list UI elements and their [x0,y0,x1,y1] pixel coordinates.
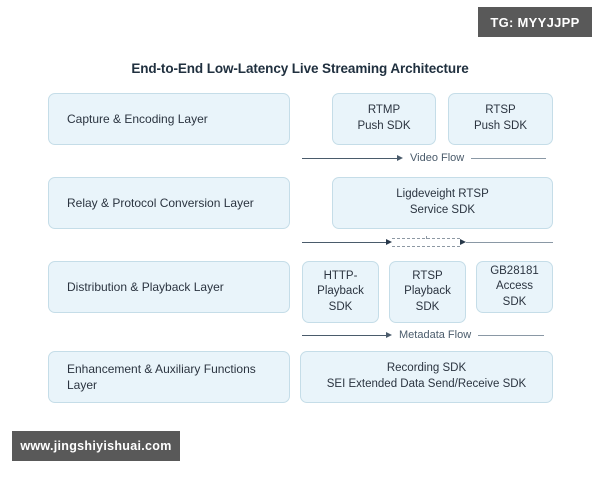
connector-metadata-flow: Metadata Flow [302,327,553,343]
layer-label: Relay & Protocol Conversion Layer [67,195,254,210]
connector-tail [478,334,545,336]
watermark-top-right: TG: MYYJJPP [478,7,592,37]
component-box-recording-sei-sdk: Recording SDK SEI Extended Data Send/Rec… [300,351,553,403]
layer-label: Enhancement & Auxiliary Functions Layer [67,361,256,392]
connector-dashed-flow [302,234,553,250]
arrowhead-icon [386,332,392,338]
component-line1: RTSP [412,269,443,282]
component-line2: Service SDK [409,204,476,216]
connector-line [302,157,397,159]
arrowhead-icon [460,239,466,245]
component-line3: SDK [415,300,440,313]
component-line1: HTTP- [323,269,358,282]
dashed-segment [392,235,460,247]
component-box-lightweight-rtsp-service-sdk: Ligdeveight RTSP Service SDK [332,177,553,229]
component-line3: SDK [328,300,353,313]
component-line1: Recording SDK [386,362,467,375]
component-box-rtsp-push-sdk: RTSP Push SDK [448,93,553,145]
diagram-title: End-to-End Low-Latency Live Streaming Ar… [131,61,469,76]
connector-tail [466,241,553,243]
component-line1: RTMP [367,104,401,117]
component-line1: GB28181 [490,264,539,277]
tick-mark [426,235,427,239]
arrowhead-icon [386,239,392,245]
component-line1: RTSP [485,104,516,117]
component-box-gb28181-access-sdk: GB28181 Access SDK [476,261,553,313]
component-line2: Access SDK [495,280,534,308]
watermark-bottom-left: www.jingshiyishuai.com [12,431,180,461]
arrowhead-icon [397,155,403,161]
component-box-rtsp-playback-sdk: RTSP Playback SDK [389,261,466,323]
connector-label: Video Flow [410,152,465,164]
component-line2: Playback [404,285,451,298]
layer-box-enhancement-auxiliary: Enhancement & Auxiliary Functions Layer [48,351,290,403]
connector-tail [471,157,547,159]
connector-video-flow: Video Flow [302,150,553,166]
component-box-http-playback-sdk: HTTP- Playback SDK [302,261,379,323]
connector-line [302,241,386,243]
component-line1: Ligdeveight RTSP [396,188,489,201]
layer-box-relay-protocol-conversion: Relay & Protocol Conversion Layer [48,177,290,229]
component-line2: Push SDK [357,120,411,132]
component-line2: Playback [317,285,364,298]
component-line2: Push SDK [473,120,528,132]
component-box-rtmp-push-sdk: RTMP Push SDK [332,93,436,145]
connector-label: Metadata Flow [399,329,472,341]
layer-box-capture-encoding: Capture & Encoding Layer [48,93,290,145]
layer-box-distribution-playback: Distribution & Playback Layer [48,261,290,313]
connector-line [302,334,386,336]
component-line2: SEI Extended Data Send/Receive SDK [326,378,527,390]
